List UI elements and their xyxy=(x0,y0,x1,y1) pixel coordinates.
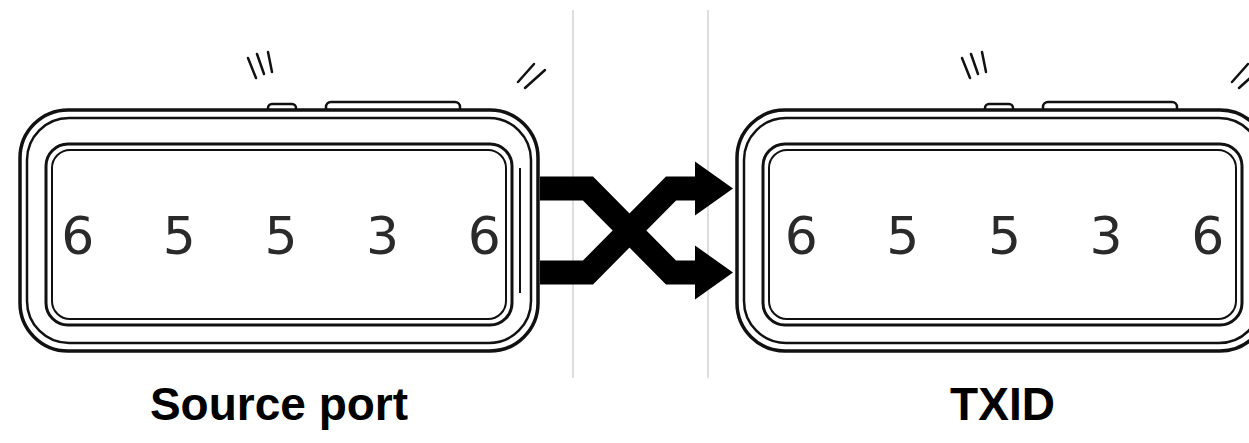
display-number: 6 5 5 3 6 xyxy=(769,150,1240,321)
device-shell-inner xyxy=(27,118,531,343)
device-box: 6 5 5 3 6TXID xyxy=(735,108,1249,353)
shuffle-connector xyxy=(540,162,733,300)
divider-line xyxy=(572,10,573,378)
tick-mark xyxy=(982,52,986,72)
device-body xyxy=(737,102,1249,351)
device-shell-inner xyxy=(744,118,1249,343)
device-label: TXID xyxy=(735,377,1249,431)
connector-strand xyxy=(540,189,697,273)
device-screen xyxy=(763,144,1242,325)
device-box: 6 5 5 3 6Source port xyxy=(18,108,540,353)
device-screen xyxy=(46,144,512,325)
arrow-head xyxy=(695,246,733,300)
tick-mark xyxy=(518,64,534,82)
tick-mark xyxy=(268,52,272,72)
display-number: 6 5 5 3 6 xyxy=(52,150,510,321)
tick-mark xyxy=(1239,70,1249,88)
arrow-head xyxy=(695,162,733,216)
device-shell xyxy=(737,110,1249,351)
connector-strand xyxy=(540,189,697,273)
vibration-ticks xyxy=(248,52,1249,88)
tick-mark xyxy=(962,58,970,78)
device-label: Source port xyxy=(18,377,540,431)
tick-mark xyxy=(971,54,978,74)
device-body xyxy=(20,102,538,351)
tick-mark xyxy=(257,54,264,74)
tick-mark xyxy=(248,58,256,78)
device-edge-shine xyxy=(519,168,521,293)
tick-mark xyxy=(525,70,545,88)
device-shell xyxy=(20,110,538,351)
divider-line xyxy=(707,10,708,378)
tick-mark xyxy=(1232,64,1248,82)
